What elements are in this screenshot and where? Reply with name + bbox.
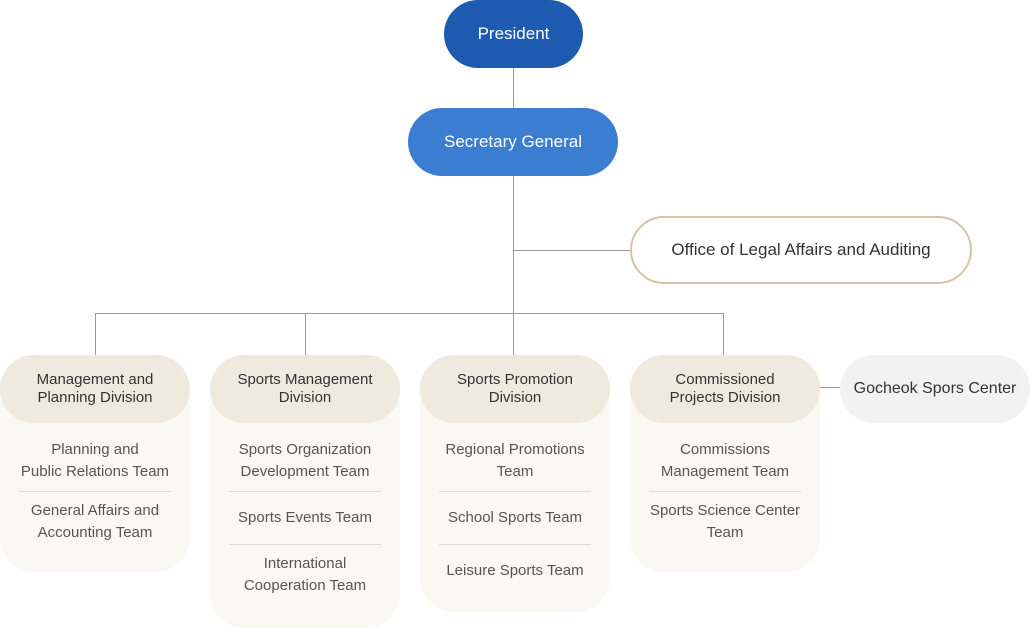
division-title-line2: Planning Division xyxy=(37,389,153,406)
team-line1: International xyxy=(263,555,347,572)
team-line1: Sports Science Center xyxy=(649,502,801,519)
connector-gocheok xyxy=(820,387,840,388)
team-line1: Sports Organization xyxy=(238,441,372,458)
team-line2: Development Team xyxy=(240,463,370,480)
office-legal-affairs-node: Office of Legal Affairs and Auditing xyxy=(630,216,972,284)
president-node: President xyxy=(444,0,583,68)
team-line1: Planning and xyxy=(51,441,139,458)
gocheok-label: Gocheok Spors Center xyxy=(853,380,1017,397)
team-line2: Team xyxy=(706,524,744,541)
team-item: Sports Events Team xyxy=(229,492,381,545)
connector-division-4 xyxy=(723,313,724,355)
team-item: Leisure Sports Team xyxy=(439,545,591,597)
team-line1: Leisure Sports Team xyxy=(446,562,584,579)
president-label: President xyxy=(477,24,550,43)
division-title-line1: Commissioned xyxy=(675,371,775,388)
division-title-line2: Division xyxy=(278,389,332,406)
division-title-line1: Sports Promotion xyxy=(457,371,573,388)
connector-division-1 xyxy=(95,313,96,355)
connector-horizontal-bar xyxy=(95,313,724,314)
office-label: Office of Legal Affairs and Auditing xyxy=(671,240,931,259)
connector-division-2 xyxy=(305,313,306,355)
team-item: School Sports Team xyxy=(439,492,591,545)
division-title-line2: Projects Division xyxy=(669,389,781,406)
team-line2: Public Relations Team xyxy=(20,463,170,480)
team-line1: Sports Events Team xyxy=(238,509,372,526)
connector-president-secgen xyxy=(513,68,514,108)
division-title-line2: Division xyxy=(488,389,542,406)
team-line2: Team xyxy=(496,463,534,480)
secretary-general-node: Secretary General xyxy=(408,108,618,176)
gocheok-center-node: Gocheok Spors Center xyxy=(840,355,1030,423)
secretary-general-label: Secretary General xyxy=(444,132,582,151)
team-line2: Cooperation Team xyxy=(243,577,367,594)
connector-secgen-trunk xyxy=(513,176,514,355)
division-title-line1: Management and xyxy=(36,371,154,388)
team-line2: Management Team xyxy=(660,463,790,480)
team-line1: General Affairs and xyxy=(30,502,160,519)
team-line1: Commissions xyxy=(679,441,770,458)
team-line1: Regional Promotions xyxy=(445,441,585,458)
team-line1: School Sports Team xyxy=(448,509,582,526)
connector-office xyxy=(513,250,630,251)
division-title-line1: Sports Management xyxy=(237,371,373,388)
team-line2: Accounting Team xyxy=(37,524,153,541)
